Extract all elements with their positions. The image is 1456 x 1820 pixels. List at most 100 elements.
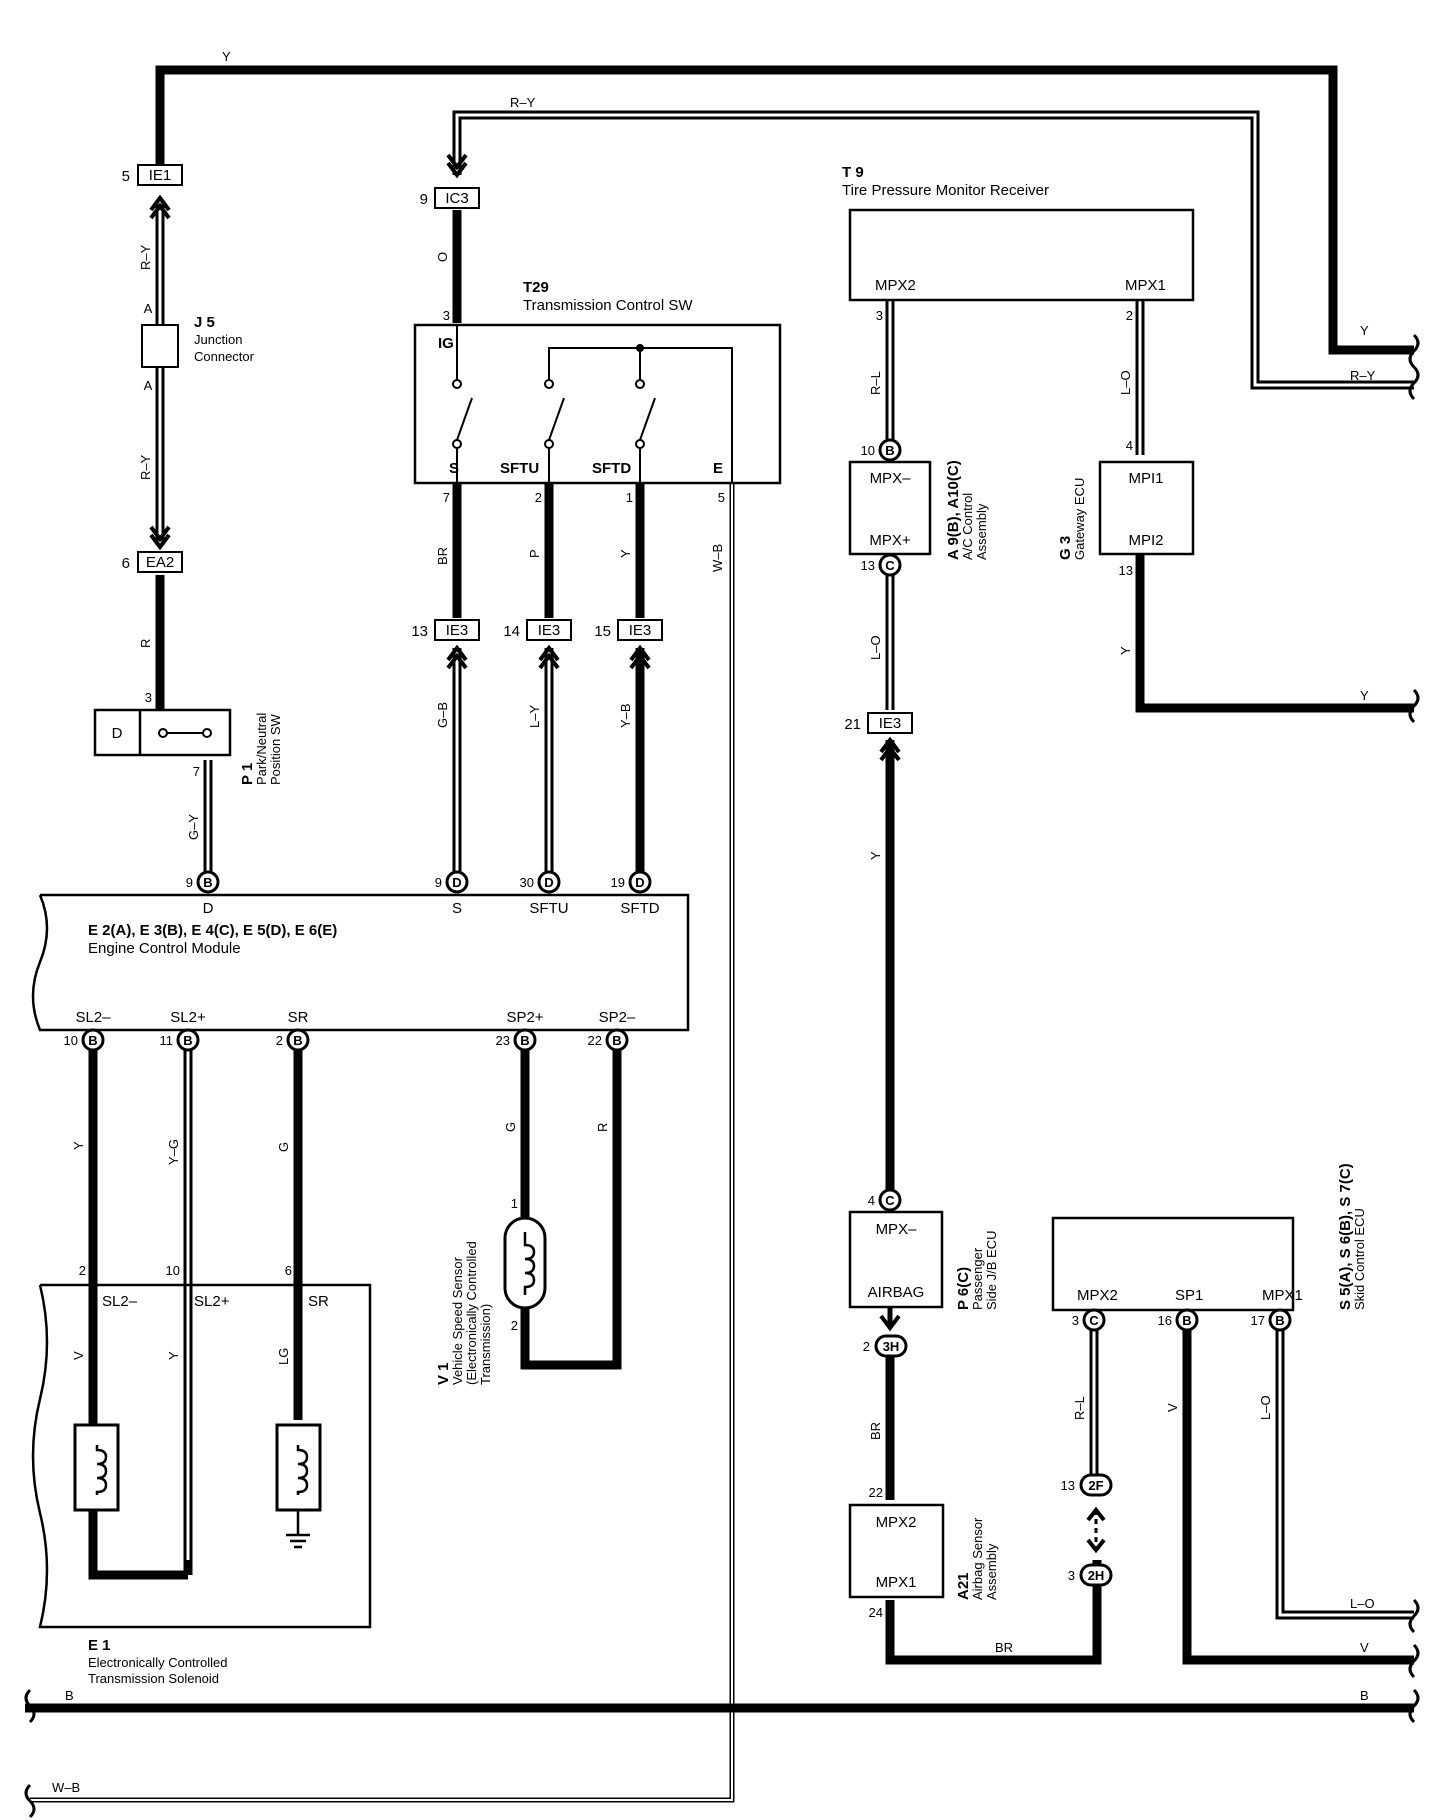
v1-pin-1: 1 xyxy=(511,1196,518,1211)
a21-airbag-sensor-assembly: 22 MPX2 MPX1 24 A21 Airbag Sensor Assemb… xyxy=(848,1485,999,1620)
label-y-sl2m: Y xyxy=(71,1141,86,1150)
engine-control-module: E 2(A), E 3(B), E 4(C), E 5(D), E 6(E) E… xyxy=(31,893,690,1032)
pin-ie1: 5 xyxy=(122,168,130,185)
label-br-p6: BR xyxy=(868,1422,883,1440)
g3-pin-4: 4 xyxy=(1126,438,1133,453)
wire-g-sp2p xyxy=(520,1048,622,1370)
pin-ie3-15: 15 xyxy=(594,623,611,640)
label-right-v: V xyxy=(1360,1640,1369,1655)
s5-name: Skid Control ECU xyxy=(1352,1208,1367,1310)
ecm-conn-b-2: B xyxy=(293,1033,302,1048)
a9-id: A 9(B), A10(C) xyxy=(945,460,962,560)
e1-sl2m-label: SL2– xyxy=(102,1293,138,1310)
g3-pin-13: 13 xyxy=(1119,563,1133,578)
label-g-sp2p: G xyxy=(503,1122,518,1132)
ecm-conn-b-10: B xyxy=(88,1033,97,1048)
label-lo-s5: L–O xyxy=(1258,1395,1273,1420)
connector-ic3: IC3 xyxy=(445,190,468,207)
ecm-id: E 2(A), E 3(B), E 4(C), E 5(D), E 6(E) xyxy=(88,922,337,939)
p1-pin-7: 7 xyxy=(193,764,200,779)
label-rl-t9: R–L xyxy=(868,371,883,395)
t29-id: T29 xyxy=(523,279,549,296)
ecm-pin-10: 10 xyxy=(64,1033,78,1048)
s5-pin-3: 3 xyxy=(1072,1313,1079,1328)
ecm-conn-d-30: D xyxy=(544,875,553,890)
t29-name: Transmission Control SW xyxy=(523,297,693,314)
ecm-pin-30: 30 xyxy=(520,875,534,890)
label-br-t29: BR xyxy=(435,547,450,565)
label-right-ry: R–Y xyxy=(1350,368,1376,383)
p1-d-label: D xyxy=(112,725,123,742)
ecm-conn-d-9: D xyxy=(452,875,461,890)
ground-icon xyxy=(286,1510,310,1549)
e1-id: E 1 xyxy=(88,1637,111,1654)
p6-airbag-label: AIRBAG xyxy=(868,1284,925,1301)
s5-pin-17: 17 xyxy=(1251,1313,1265,1328)
a21-name-2: Assembly xyxy=(984,1543,999,1600)
t9-id: T 9 xyxy=(842,164,864,181)
e1-transmission-solenoid: 2 10 6 SL2– SL2+ SR E 1 Electronically C… xyxy=(31,1263,372,1686)
ecm-conn-b-11: B xyxy=(183,1033,192,1048)
wire-wb xyxy=(30,483,735,1803)
j5-pin-a-top: A xyxy=(144,301,153,316)
ecm-pin-9d: 9 xyxy=(435,875,442,890)
connector-ie3-c: IE3 xyxy=(629,622,652,639)
connector-ie3-b: IE3 xyxy=(538,622,561,639)
a9-ac-control-assembly: B 10 MPX– MPX+ C 13 A 9(B), A10(C) A/C C… xyxy=(848,438,989,577)
wire-labels: Y R–Y Y R–Y Y L–O V B B W–B BR R–Y R–Y R… xyxy=(52,49,1376,1795)
t9-pin-2: 2 xyxy=(1126,308,1133,323)
wire-y-g3 xyxy=(1135,555,1414,713)
t29-transmission-control-switch: T29 Transmission Control SW 3 IG S SFTU … xyxy=(413,279,782,505)
ecm-sp2m-label: SP2– xyxy=(599,1009,636,1026)
j5-id: J 5 xyxy=(194,314,215,331)
p6-id: P 6(C) xyxy=(955,1267,972,1310)
wire-br-a21 xyxy=(885,1560,1102,1665)
e1-pin-6: 6 xyxy=(285,1263,292,1278)
ecm-pin-2: 2 xyxy=(276,1033,283,1048)
v1-pin-2: 2 xyxy=(511,1318,518,1333)
a21-name-1: Airbag Sensor xyxy=(970,1517,985,1600)
g3-name: Gateway ECU xyxy=(1072,478,1087,560)
ecm-sp2p-label: SP2+ xyxy=(506,1009,543,1026)
label-right-y1: Y xyxy=(1360,323,1369,338)
label-wb-t29: W–B xyxy=(710,544,725,572)
junction-2h-pin: 3 xyxy=(1068,1568,1075,1583)
t9-name: Tire Pressure Monitor Receiver xyxy=(842,182,1049,199)
label-r-sp2m: R xyxy=(595,1123,610,1132)
g3-id: G 3 xyxy=(1057,536,1074,560)
label-ry-j5-bot: R–Y xyxy=(138,454,153,480)
a9-pin-10: 10 xyxy=(861,443,875,458)
p1-park-neutral-switch: D 3 7 P 1 Park/Neutral Position SW xyxy=(93,690,283,785)
ecm-sl2p-label: SL2+ xyxy=(170,1009,206,1026)
p1-id: P 1 xyxy=(239,763,256,785)
s5-sp1-label: SP1 xyxy=(1175,1287,1203,1304)
ecm-conn-d-19: D xyxy=(635,875,644,890)
label-lg-e1: LG xyxy=(276,1348,291,1365)
e1-pin-10: 10 xyxy=(166,1263,180,1278)
label-o-ic3: O xyxy=(435,252,450,262)
a9-conn-c: C xyxy=(885,558,895,573)
label-rl-s5: R–L xyxy=(1072,1396,1087,1420)
ecm-pin-19: 19 xyxy=(611,875,625,890)
a21-pin-24: 24 xyxy=(869,1605,883,1620)
junction-2f: 2F xyxy=(1088,1478,1103,1493)
p1-name-2: Position SW xyxy=(268,713,283,785)
label-b-left: B xyxy=(65,1688,74,1703)
label-lo-a9: L–O xyxy=(868,635,883,660)
label-yg-sl2p: Y–G xyxy=(166,1139,181,1165)
ecm-pin-23: 23 xyxy=(496,1033,510,1048)
t29-pin-5: 5 xyxy=(718,490,725,505)
label-g-sr: G xyxy=(276,1142,291,1152)
p6-conn-c: C xyxy=(885,1193,895,1208)
g3-mpi1-label: MPI1 xyxy=(1128,470,1163,487)
ecm-sftu-label: SFTU xyxy=(529,900,568,917)
a21-mpx2-label: MPX2 xyxy=(876,1514,917,1531)
label-p-t29: P xyxy=(527,549,542,558)
connector-ie3-21: IE3 xyxy=(879,715,902,732)
label-v-e1: V xyxy=(71,1351,86,1360)
s5-mpx2-label: MPX2 xyxy=(1077,1287,1118,1304)
wire-v-s5 xyxy=(1182,1320,1414,1665)
connector-ie1: IE1 xyxy=(149,167,172,184)
g3-mpi2-label: MPI2 xyxy=(1128,532,1163,549)
label-right-lo: L–O xyxy=(1350,1596,1375,1611)
